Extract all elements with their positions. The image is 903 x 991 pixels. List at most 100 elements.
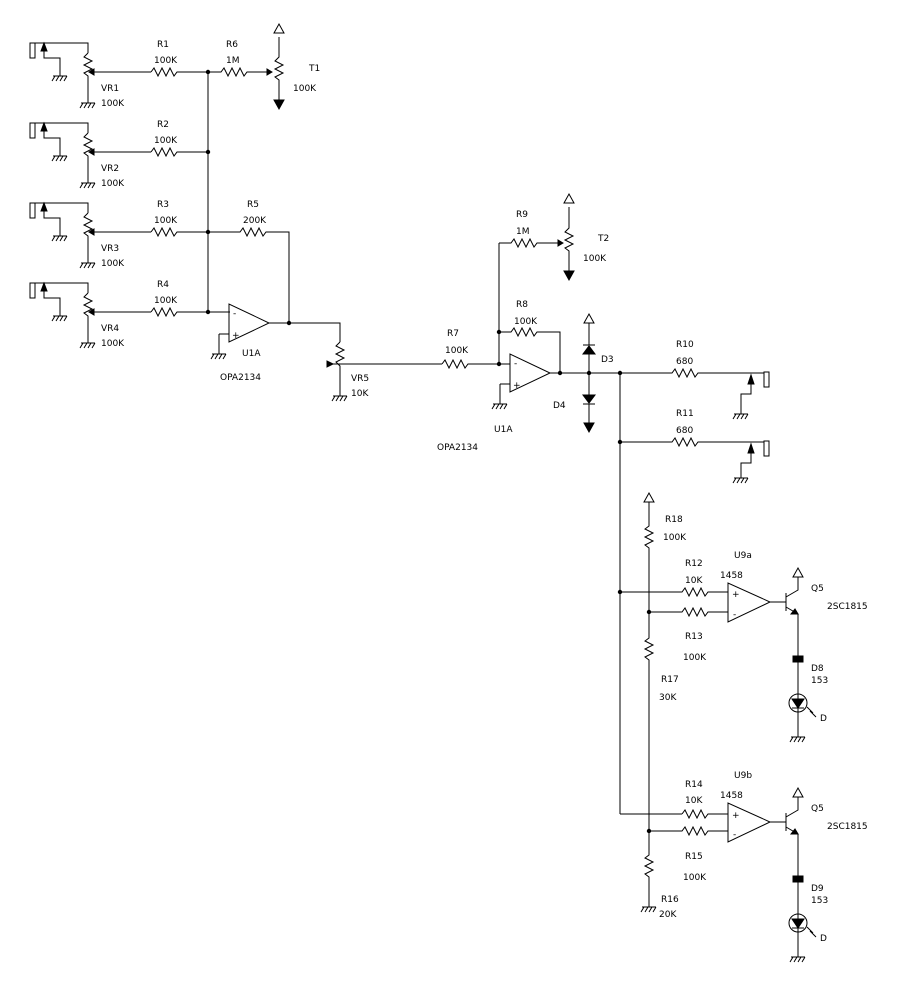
opamp-u1a-gain-ref: U1A bbox=[494, 425, 513, 435]
resistor-r1-ref: R1 bbox=[157, 40, 169, 50]
resistor-r5 bbox=[208, 226, 290, 323]
resistor-r15-ref: R15 bbox=[685, 852, 703, 862]
diode-d3-ref: D3 bbox=[601, 355, 614, 365]
input-channel-2: VR2 100K R2 100K bbox=[29, 120, 208, 189]
resistor-r12-ref: R12 bbox=[685, 559, 703, 569]
resistor-r7 bbox=[441, 358, 499, 370]
resistor-r11-value: 680 bbox=[676, 426, 693, 436]
resistor-r14-value: 10K bbox=[685, 796, 703, 806]
resistor-r2 bbox=[150, 146, 208, 158]
trimpot-t1-value: 100K bbox=[293, 84, 317, 94]
transistor-q5-lower bbox=[785, 786, 804, 876]
summing-bus-wire bbox=[207, 72, 230, 313]
svg-text:-: - bbox=[233, 309, 236, 319]
resistor-r4-value: 100K bbox=[154, 296, 178, 306]
resistor-r9-ref: R9 bbox=[516, 210, 528, 220]
pot-vr5-ref: VR5 bbox=[351, 374, 369, 384]
opamp-u9a-part: 1458 bbox=[720, 571, 743, 581]
pot-vr3 bbox=[79, 212, 96, 269]
resistor-r3-value: 100K bbox=[154, 216, 178, 226]
diode-d9 bbox=[792, 875, 804, 914]
pot-vr2-ref: VR2 bbox=[101, 164, 119, 174]
resistor-r13 bbox=[649, 606, 728, 618]
resistor-r14 bbox=[681, 808, 728, 820]
svg-text:-: - bbox=[733, 610, 736, 620]
resistor-r15 bbox=[649, 825, 728, 837]
resistor-r5-ref: R5 bbox=[247, 200, 259, 210]
resistor-r10 bbox=[620, 367, 760, 379]
resistor-r10-value: 680 bbox=[676, 357, 693, 367]
opamp-u1a-mixer-ref: U1A bbox=[242, 349, 261, 359]
output-jack-1 bbox=[732, 371, 770, 420]
pot-vr4 bbox=[79, 292, 96, 349]
input-channel-3: VR3 100K R3 100K bbox=[29, 200, 208, 269]
resistor-r11-ref: R11 bbox=[676, 409, 694, 419]
svg-text:+: + bbox=[732, 811, 740, 821]
resistor-r4 bbox=[150, 306, 208, 318]
pot-vr1-value: 100K bbox=[101, 99, 125, 109]
input-jack-4 bbox=[29, 281, 89, 322]
resistor-r15-value: 100K bbox=[683, 873, 707, 883]
resistor-r17 bbox=[643, 612, 655, 831]
pot-vr4-value: 100K bbox=[101, 339, 125, 349]
junction-dot bbox=[205, 309, 211, 315]
resistor-r18-value: 100K bbox=[663, 533, 687, 543]
svg-text:+: + bbox=[513, 381, 521, 391]
svg-text:+: + bbox=[732, 590, 740, 600]
resistor-r12-value: 10K bbox=[685, 576, 703, 586]
diode-d8-ref: D8 bbox=[811, 664, 824, 674]
resistor-r7-ref: R7 bbox=[447, 329, 459, 339]
resistor-r10-ref: R10 bbox=[676, 340, 694, 350]
resistor-r6-ref: R6 bbox=[226, 40, 238, 50]
resistor-r16 bbox=[640, 831, 657, 913]
pot-vr5 bbox=[326, 341, 348, 402]
pot-vr3-ref: VR3 bbox=[101, 244, 119, 254]
input-channel-4: VR4 100K R4 100K bbox=[29, 280, 208, 349]
trimpot-t1-ref: T1 bbox=[308, 64, 320, 74]
diode-d4-ref: D4 bbox=[553, 401, 566, 411]
resistor-r8 bbox=[499, 326, 561, 373]
transistor-q5-upper-ref: Q5 bbox=[811, 584, 824, 594]
resistor-r3 bbox=[150, 226, 208, 238]
opamp-u9b-ref: U9b bbox=[734, 771, 752, 781]
resistor-r18 bbox=[643, 502, 655, 612]
svg-text:+: + bbox=[232, 331, 240, 341]
resistor-r16-value: 20K bbox=[659, 910, 677, 920]
resistor-r3-ref: R3 bbox=[157, 200, 169, 210]
resistor-r12 bbox=[620, 586, 728, 598]
diode-d9-value: 153 bbox=[811, 896, 828, 906]
junction-dot bbox=[496, 361, 502, 367]
resistor-r8-value: 100K bbox=[514, 317, 538, 327]
trimpot-t1 bbox=[273, 22, 285, 111]
resistor-r1-value: 100K bbox=[154, 56, 178, 66]
led-upper-label: D bbox=[820, 714, 827, 724]
led-lower-label: D bbox=[820, 934, 827, 944]
pot-vr2 bbox=[79, 132, 96, 189]
svg-text:-: - bbox=[733, 830, 736, 840]
opamp-u1a-gain-part: OPA2134 bbox=[437, 443, 478, 453]
diode-d4 bbox=[582, 373, 596, 434]
resistor-r9-value: 1M bbox=[516, 227, 530, 237]
trimpot-t2 bbox=[563, 192, 575, 282]
resistor-r6-value: 1M bbox=[226, 56, 240, 66]
resistor-r13-value: 100K bbox=[683, 653, 707, 663]
resistor-r6 bbox=[208, 66, 272, 78]
junction-dot bbox=[557, 370, 563, 376]
resistor-r9 bbox=[499, 237, 563, 249]
trimpot-t2-value: 100K bbox=[583, 254, 607, 264]
diode-d3 bbox=[582, 312, 596, 373]
resistor-r11 bbox=[620, 436, 760, 448]
resistor-r7-value: 100K bbox=[445, 346, 469, 356]
opamp-u1a-mixer: - + bbox=[210, 303, 271, 360]
resistor-r5-value: 200K bbox=[243, 216, 267, 226]
transistor-q5-lower-part: 2SC1815 bbox=[827, 822, 868, 832]
pot-vr4-ref: VR4 bbox=[101, 324, 119, 334]
resistor-r8-ref: R8 bbox=[516, 300, 528, 310]
trimpot-t2-ref: T2 bbox=[597, 234, 609, 244]
diode-d8 bbox=[792, 655, 804, 694]
svg-text:-: - bbox=[514, 359, 517, 369]
input-channel-1: VR1 100K R1 100K bbox=[29, 40, 208, 109]
junction-dot bbox=[205, 149, 211, 155]
resistor-r1 bbox=[150, 66, 208, 78]
